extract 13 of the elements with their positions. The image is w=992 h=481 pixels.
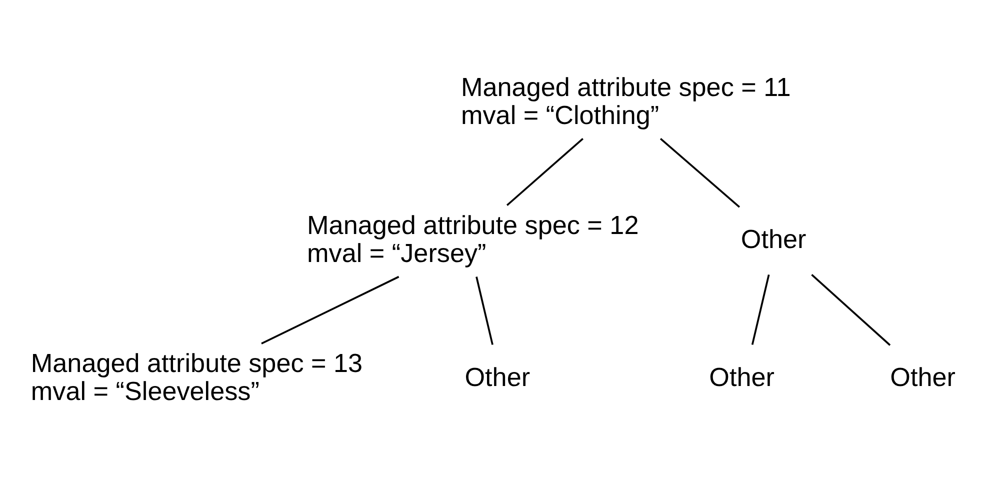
node-text: Managed attribute spec = 11 mval = “Clothing”	[461, 71, 791, 130]
node-text: Managed attribute spec = 12 mval = “Jersey”	[307, 209, 639, 268]
node-text: Other	[890, 361, 956, 392]
connector	[811, 274, 891, 346]
connector	[660, 137, 740, 208]
node-text: Other	[709, 361, 774, 392]
connector	[506, 137, 584, 206]
node-text: Managed attribute spec = 13 mval = “Sleeveless”	[30, 347, 363, 406]
connector	[476, 276, 494, 344]
node-text: Other	[464, 361, 530, 392]
connector	[751, 274, 770, 344]
connector	[261, 275, 400, 344]
node-text: Other	[740, 223, 806, 254]
